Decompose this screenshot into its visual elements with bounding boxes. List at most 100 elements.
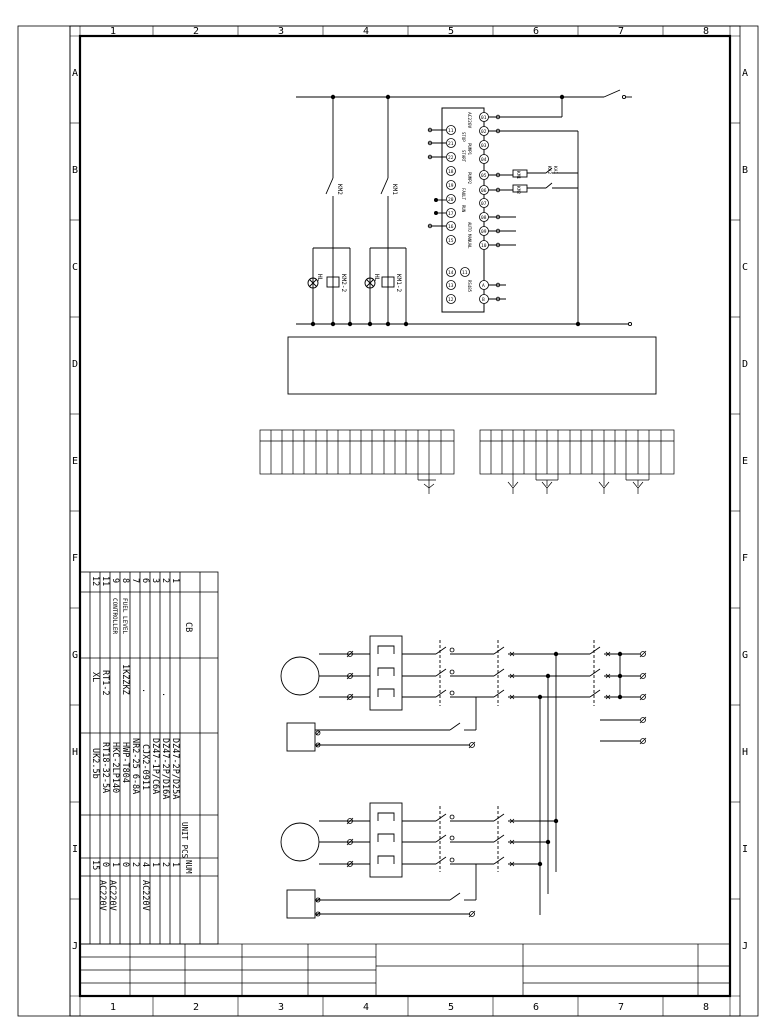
terminal-strip-right (479, 429, 675, 494)
bom-row-type: 1KZZKZ (120, 664, 130, 695)
terminal-number: 13 (448, 283, 454, 289)
run-label: RUN (461, 205, 466, 213)
bom-row-type: RT1-2 (100, 670, 110, 696)
grid-labels: 1 2 3 4 5 6 7 8 1 2 3 4 5 6 7 8 A B C D … (72, 26, 748, 1013)
controller-terminal-circles (446, 112, 489, 304)
terminal-number: 05 (481, 173, 487, 179)
bom-row-type: XL (90, 672, 100, 682)
terminal-number: 16 (448, 224, 454, 230)
bom-row-spec: DZ47-1P/C6A (150, 738, 160, 794)
row-label-h-right: H (742, 747, 748, 758)
terminal-number: 01 (481, 115, 487, 121)
terminal-number: 06 (481, 188, 487, 194)
title-block (79, 943, 731, 997)
bom-table-text: CB UNIT PCS NUM 1 DZ47-2P/D25A 1 2 . DZ4… (90, 576, 193, 911)
bom-row-spec: RT18-32-5A (100, 742, 110, 793)
col-label-3-bottom: 3 (278, 1002, 284, 1013)
ka2-contact-label: KA2 (546, 166, 552, 174)
col-label-4-bottom: 4 (363, 1002, 369, 1013)
power-circuit-pump-2 (280, 802, 556, 919)
km1-label: KM1 (391, 184, 398, 195)
bom-row-spec: DZ47-2P/D25A (170, 738, 180, 799)
bom-row-type: . (140, 688, 150, 693)
auto-manual-label: AUTO MANUAL (467, 222, 472, 249)
row-label-a-right: A (742, 68, 748, 79)
col-label-5: 5 (448, 26, 454, 37)
heater-box (286, 722, 316, 752)
row-label-i-right: I (742, 844, 748, 855)
col-label-6-bottom: 6 (533, 1002, 539, 1013)
col-label-8-bottom: 8 (703, 1002, 709, 1013)
terminal-number: 20 (448, 197, 454, 203)
bom-row-num: 1 (170, 862, 180, 867)
row-label-c: C (72, 262, 78, 273)
bom-row-no: 11 (100, 576, 110, 586)
bom-table (79, 571, 219, 945)
row-label-f: F (72, 553, 78, 564)
terminal-number: 11 (448, 128, 454, 134)
bom-row-no: 1 (170, 578, 180, 583)
notes-box (287, 336, 657, 395)
terminal-number: 14 (448, 270, 454, 276)
km1-2-label: KM1-2 (395, 274, 402, 292)
bom-row-spec: CJX2-0911 (140, 744, 150, 790)
col-label-6: 6 (533, 26, 539, 37)
km2-label: KM2 (336, 184, 343, 195)
row-label-e-right: E (742, 456, 748, 467)
bom-row-spec: HWP-T804 (120, 742, 130, 783)
rs485-label: RS485 (467, 280, 472, 293)
terminal-number: 18 (448, 169, 454, 175)
km2-2-label: KM2-2 (340, 274, 347, 292)
bom-row-no: 8 (120, 578, 130, 583)
terminal-number: 09 (481, 229, 487, 235)
bom-row-no: 9 (110, 578, 120, 583)
terminal-number: 08 (481, 215, 487, 221)
bom-header-unit: UNIT PCS (180, 822, 189, 859)
thermal-overload-relay (369, 802, 403, 878)
col-label-4: 4 (363, 26, 369, 37)
thermal-overload-relay (369, 635, 403, 711)
bom-row-remark: AC220V (97, 880, 107, 911)
pump2-label: PUMP2 (467, 172, 472, 185)
ka1-label: KM1 (515, 171, 521, 179)
bom-row-remark: AC220V (140, 880, 150, 911)
power-circuit-pump-1 (280, 635, 640, 915)
heater-box (286, 889, 316, 919)
start-label: START (461, 150, 466, 163)
control-terminals (310, 94, 581, 327)
control-labels: KM2 KM1 HL HL KM2-2 KM1-2 AC220V STOP PU… (316, 112, 558, 293)
col-label-7-bottom: 7 (618, 1002, 624, 1013)
row-label-a: A (72, 68, 78, 79)
ac220-label: AC220V (466, 112, 472, 129)
stop-label: STOP (461, 132, 466, 142)
bom-header-num: NUM (184, 860, 193, 874)
terminal-number: 10 (481, 243, 487, 249)
row-label-i: I (72, 844, 78, 855)
row-label-d-right: D (742, 359, 748, 370)
bom-row-spec: DZ47-2P/D16A (160, 738, 170, 799)
row-label-b: B (72, 165, 78, 176)
bom-row-num: 15 (90, 860, 100, 870)
terminal-number: 19 (448, 183, 454, 189)
col-label-3: 3 (278, 26, 284, 37)
bom-row-num: 4 (140, 862, 150, 867)
bom-row-spec: HKC-2LP140 (110, 742, 120, 793)
bom-row-spec: NR2-25 6-8A (130, 738, 140, 794)
ka1-contact-label: KA1 (552, 166, 558, 174)
bom-row-num: 2 (130, 862, 140, 867)
bom-row-num: 0 (120, 862, 130, 867)
terminal-strip-left (259, 429, 455, 494)
row-label-j-right: J (742, 941, 748, 952)
terminal-number: 02 (481, 129, 487, 135)
bom-row-num: 1 (110, 862, 120, 867)
row-label-g-right: G (742, 650, 748, 661)
col-label-2-bottom: 2 (193, 1002, 199, 1013)
pump1-label: PUMP1 (467, 143, 472, 156)
col-label-1-bottom: 1 (110, 1002, 116, 1013)
bom-row-no: 6 (140, 578, 150, 583)
row-label-g: G (72, 650, 78, 661)
terminal-number: 07 (481, 201, 487, 207)
hl-label: HL (316, 274, 323, 282)
terminal-number: B (482, 297, 485, 303)
